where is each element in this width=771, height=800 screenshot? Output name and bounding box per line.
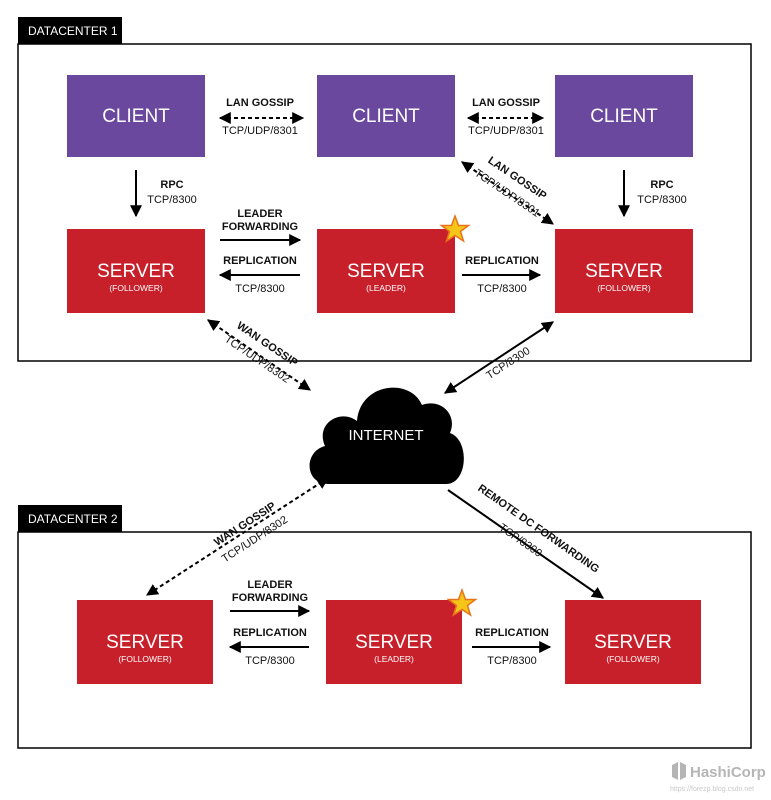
lan-gossip-label: LAN GOSSIP bbox=[226, 97, 294, 109]
star-icon bbox=[446, 587, 478, 617]
rpc-label: RPC bbox=[650, 179, 673, 191]
rpc-port: TCP/8300 bbox=[637, 194, 687, 206]
server-role: (LEADER) bbox=[366, 283, 406, 293]
server-role: (FOLLOWER) bbox=[109, 283, 163, 293]
dc1-server-follower-right: SERVER (FOLLOWER) bbox=[555, 229, 693, 313]
replication-label: REPLICATION bbox=[233, 627, 307, 639]
rpc-label: RPC bbox=[160, 179, 183, 191]
dc1-server-follower-left: SERVER (FOLLOWER) bbox=[67, 229, 205, 313]
client-mid: CLIENT bbox=[317, 75, 455, 157]
remote-dc-forwarding-labels: REMOTE DC FORWARDING TCP/8300 bbox=[475, 482, 601, 575]
datacenter-1-label: DATACENTER 1 bbox=[28, 24, 118, 38]
leader-forwarding-line2: FORWARDING bbox=[232, 592, 308, 604]
hashicorp-logo-icon bbox=[672, 762, 686, 780]
server-title: SERVER bbox=[585, 261, 663, 282]
datacenter-2-tab bbox=[18, 505, 122, 532]
dc2-server-leader: SERVER (LEADER) bbox=[326, 587, 478, 684]
wan-gossip-dc1-labels: WAN GOSSIP TCP/UDP/8302 bbox=[222, 320, 300, 386]
server-title: SERVER bbox=[106, 632, 184, 653]
server-title: SERVER bbox=[355, 632, 433, 653]
replication-port: TCP/8300 bbox=[235, 283, 285, 295]
leader-forwarding-line1: LEADER bbox=[247, 579, 292, 591]
logo-text: HashiCorp bbox=[690, 764, 766, 781]
remote-dc-forwarding-arrow bbox=[447, 489, 604, 599]
dc2-server-follower-left: SERVER (FOLLOWER) bbox=[77, 600, 213, 684]
client-right: CLIENT bbox=[555, 75, 693, 157]
watermark-text: https://forezp.blog.csdn.net bbox=[670, 786, 754, 793]
datacenter-2: DATACENTER 2 SERVER (FOLLOWER) SERVER (L… bbox=[17, 505, 752, 749]
internet-label: INTERNET bbox=[349, 427, 424, 444]
server-title: SERVER bbox=[97, 261, 175, 282]
rpc-port: TCP/8300 bbox=[147, 194, 197, 206]
star-icon bbox=[439, 213, 471, 243]
lan-gossip-port: TCP/UDP/8301 bbox=[222, 125, 298, 137]
replication-port: TCP/8300 bbox=[245, 655, 295, 667]
server-role: (FOLLOWER) bbox=[597, 283, 651, 293]
client-left: CLIENT bbox=[67, 75, 205, 157]
leader-forwarding-line2: FORWARDING bbox=[222, 221, 298, 233]
server-role: (FOLLOWER) bbox=[606, 654, 660, 664]
datacenter-1-tab bbox=[18, 17, 122, 44]
datacenter-1-frame bbox=[17, 43, 752, 362]
lan-gossip-port: TCP/UDP/8301 bbox=[468, 125, 544, 137]
hashicorp-logo: HashiCorp bbox=[672, 762, 766, 781]
server-title: SERVER bbox=[594, 632, 672, 653]
client-mid-label: CLIENT bbox=[352, 106, 420, 127]
datacenter-2-frame bbox=[17, 531, 752, 749]
internet-link-dc1 bbox=[443, 321, 555, 394]
leader-forwarding-line1: LEADER bbox=[237, 208, 282, 220]
replication-port: TCP/8300 bbox=[477, 283, 527, 295]
client-right-label: CLIENT bbox=[590, 106, 658, 127]
lan-gossip-label: LAN GOSSIP bbox=[472, 97, 540, 109]
replication-port: TCP/8300 bbox=[487, 655, 537, 667]
dc1-server-leader: SERVER (LEADER) bbox=[317, 213, 471, 313]
lan-gossip-arrow-diagonal bbox=[461, 161, 554, 225]
wan-gossip-arrow-dc2 bbox=[145, 477, 330, 596]
replication-label: REPLICATION bbox=[465, 255, 539, 267]
server-role: (LEADER) bbox=[374, 654, 414, 664]
dc2-server-follower-right: SERVER (FOLLOWER) bbox=[565, 600, 701, 684]
replication-label: REPLICATION bbox=[475, 627, 549, 639]
replication-label: REPLICATION bbox=[223, 255, 297, 267]
lan-gossip-diagonal-labels: LAN GOSSIP TCP/UDP/8301 bbox=[472, 155, 548, 220]
datacenter-2-label: DATACENTER 2 bbox=[28, 512, 118, 526]
datacenter-1: DATACENTER 1 CLIENT CLIENT CLIENT SERVER… bbox=[17, 17, 752, 362]
remote-dc-label: REMOTE DC FORWARDING bbox=[475, 482, 601, 575]
server-role: (FOLLOWER) bbox=[118, 654, 172, 664]
client-left-label: CLIENT bbox=[102, 106, 170, 127]
cloud-icon: INTERNET bbox=[309, 387, 464, 484]
server-title: SERVER bbox=[347, 261, 425, 282]
